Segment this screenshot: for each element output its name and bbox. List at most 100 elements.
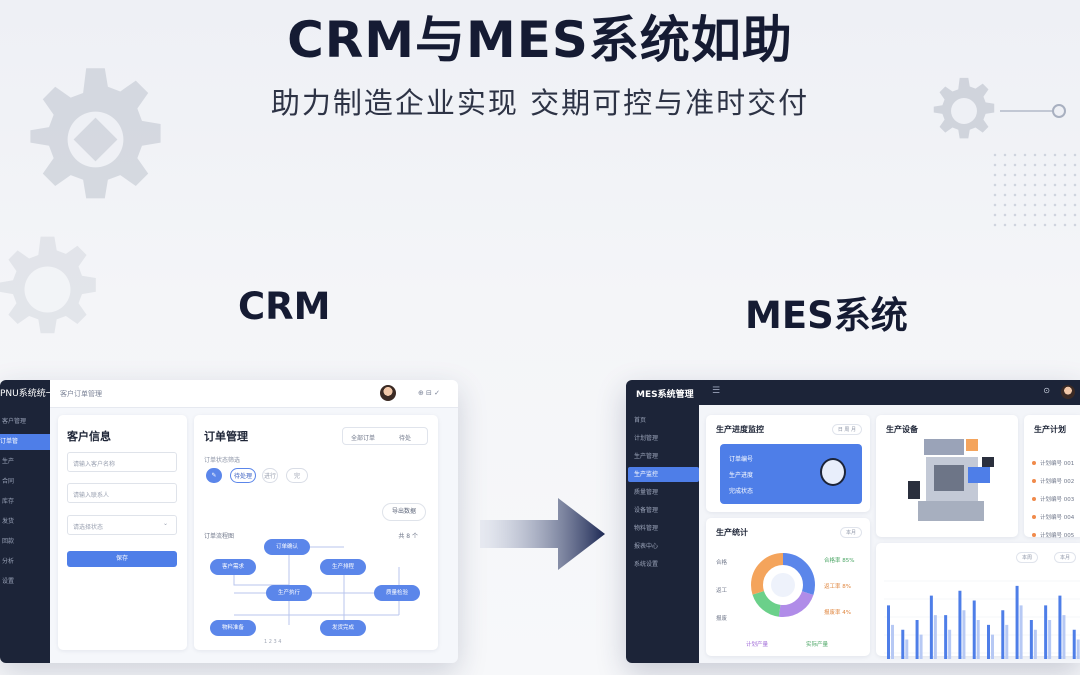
production-progress-card: 生产进度监控 日 周 月 订单编号 生产进度 完成状态 [706,415,870,512]
progress-row: 订单编号 [729,456,754,463]
crm-sidebar-item[interactable]: 回款 [2,538,15,545]
pagination[interactable]: 1 2 3 4 [264,639,282,645]
donut-left-label: 报废 [716,616,728,622]
arrow-right-icon [480,498,605,570]
flow-node[interactable]: 物料准备 [210,620,256,636]
bar [1044,605,1048,659]
bar [919,634,923,659]
tab-pending[interactable]: 待处 [399,435,412,442]
flow-node[interactable]: 发货完成 [320,620,366,636]
progress-row: 完成状态 [729,488,754,495]
mes-window: MES系统管理 ☰ ⊙ 首页 计划管理 生产管理 生产监控 质量管理 设备管理 … [626,380,1080,663]
mes-sidebar-item[interactable]: 设备管理 [634,507,659,514]
legend-item: 计划产量 [746,642,769,648]
donut-slice [751,553,815,617]
flow-count: 共 8 个 [398,533,418,540]
gear-icon [0,236,96,334]
flow-node[interactable]: 客户需求 [210,559,256,575]
customer-info-card: 客户信息 请输入客户名称 请输入联系人 请选择状态⌄ 保存 [58,415,187,650]
crm-toolbar-icons[interactable]: ⊕ ⊟ ✓ [417,389,440,397]
crm-sidebar-item[interactable]: 分析 [2,558,15,565]
crm-window: PNU系统统一 客户管理 订单管 生产 合同 库存 发货 回款 分析 设置 客户… [0,380,458,663]
crm-label: CRM [238,285,331,328]
mes-sidebar: 首页 计划管理 生产管理 生产监控 质量管理 设备管理 物料管理 报表中心 系统… [626,405,699,663]
flow-node[interactable]: 质量检验 [374,585,420,601]
device-card-title: 生产设备 [886,425,918,434]
mes-sidebar-item[interactable]: 计划管理 [634,435,659,442]
mes-topbar: MES系统管理 ☰ ⊙ [626,380,1080,405]
avatar[interactable] [380,385,396,401]
donut-right-label: 返工率 8% [824,584,851,590]
crm-sidebar-item[interactable]: 库存 [2,498,15,505]
crm-sidebar-item-active[interactable]: 订单管 [0,434,50,450]
legend-item: 实际产量 [806,642,829,648]
mes-sidebar-item[interactable]: 报表中心 [634,543,659,550]
production-stats-card: 生产统计 本月 合格 返工 报废 合格率 85% 返工率 8% 报废率 4% 计… [706,518,870,656]
progress-panel: 订单编号 生产进度 完成状态 [720,444,862,504]
bar [891,624,894,659]
bar [962,610,966,659]
production-bar-card: 本周 本月 [876,543,1080,659]
customer-name-input[interactable]: 请输入客户名称 [67,452,177,472]
chevron-down-icon: ⌄ [162,520,168,527]
filter-chip[interactable]: 进行 [262,468,278,483]
crm-sidebar-item[interactable]: 客户管理 [2,418,27,425]
decorative-dot-grid [990,150,1080,230]
mes-sidebar-item[interactable]: 质量管理 [634,489,659,496]
status-select[interactable]: 请选择状态 ⌄ [67,515,177,535]
bar-tag[interactable]: 本月 [1053,552,1076,563]
decorative-node [1052,104,1066,118]
bar [1001,610,1005,659]
bar [958,590,962,659]
bar [944,615,948,659]
bar [915,620,919,659]
plan-card-title: 生产计划 [1034,425,1066,434]
filter-chip-icon[interactable]: ✎ [206,468,222,483]
donut-right-label: 报废率 4% [824,610,851,616]
settings-icon[interactable]: ⊙ [1043,386,1050,395]
mes-sidebar-item[interactable]: 首页 [634,417,647,424]
crm-sidebar-item[interactable]: 设置 [2,578,15,585]
bar-tag[interactable]: 本周 [1015,552,1038,563]
cnc-machine-icon [908,439,994,521]
bar [1029,620,1033,659]
flow-node[interactable]: 订单确认 [264,539,310,555]
crm-breadcrumb: 客户订单管理 [60,390,102,398]
mes-logo: MES系统管理 [636,390,694,400]
mes-sidebar-item[interactable]: 物料管理 [634,525,659,532]
crm-sidebar-item[interactable]: 合同 [2,478,15,485]
menu-icon[interactable]: ☰ [712,386,721,396]
contact-input[interactable]: 请输入联系人 [67,483,177,503]
bar-chart [884,580,1080,659]
bar [1076,639,1080,659]
filter-chip[interactable]: 待处理 [230,468,256,483]
crm-sidebar-item[interactable]: 发货 [2,518,15,525]
flow-node[interactable]: 生产执行 [266,585,312,601]
avatar[interactable] [1061,385,1075,399]
stats-period-tag[interactable]: 本月 [839,527,862,538]
mes-sidebar-item[interactable]: 系统设置 [634,561,659,568]
bar [933,615,937,659]
period-toggle[interactable]: 日 周 月 [831,424,862,435]
donut-slice [751,553,815,617]
production-device-card: 生产设备 [876,415,1018,537]
status-select-value: 请选择状态 [73,524,104,531]
mes-label: MES系统 [745,294,908,337]
export-button[interactable]: 导出数据 [382,503,426,521]
bar [991,634,994,659]
bar [1019,605,1023,659]
flow-node[interactable]: 生产排程 [320,559,366,575]
mes-sidebar-item[interactable]: 生产管理 [634,453,659,460]
filter-chip[interactable]: 完 [286,468,308,483]
plan-row: 计划编号 001 [1032,459,1074,467]
monitor-icon [820,458,846,486]
tab-all-orders[interactable]: 全部订单 [351,435,376,442]
crm-logo: PNU系统统一 [0,389,55,399]
bar [1058,595,1062,659]
save-button[interactable]: 保存 [67,551,177,567]
crm-topbar: 客户订单管理 ⊕ ⊟ ✓ [50,380,458,408]
progress-card-title: 生产进度监控 [716,425,764,434]
mes-sidebar-item-active[interactable]: 生产监控 [628,467,699,482]
bar [887,605,890,659]
crm-sidebar-item[interactable]: 生产 [2,458,15,465]
